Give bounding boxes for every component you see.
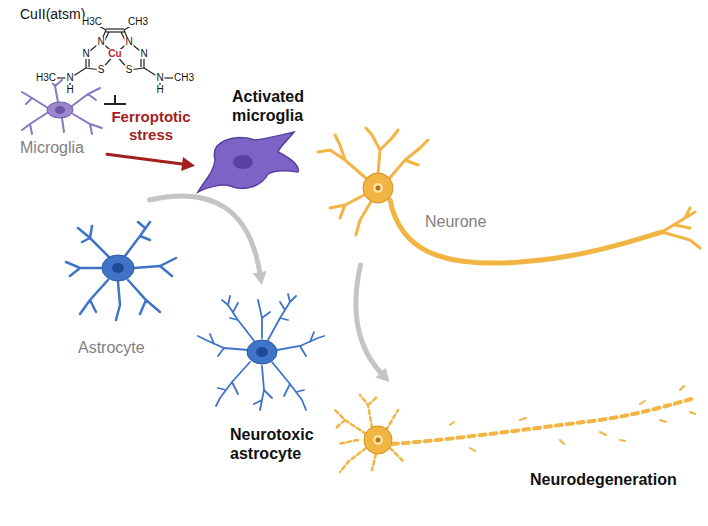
molecule-bonds	[48, 22, 183, 89]
atom-label: N	[124, 37, 133, 47]
cell-label: Microglia	[20, 138, 105, 157]
cell-label: Activated microglia	[232, 87, 332, 125]
atom-label: N	[155, 73, 164, 83]
microglia-cell	[22, 80, 102, 134]
cell-label: Astrocyte	[78, 338, 168, 357]
atom-label: N	[81, 49, 90, 59]
astrocyte-cell	[66, 222, 176, 320]
atom-label: CH3	[127, 17, 149, 27]
atom-label: S	[97, 65, 106, 75]
neurotoxic-astrocyte-cell	[198, 294, 324, 410]
inhibition-bar	[104, 95, 126, 104]
cell-node: Neurodegeneration	[330, 382, 702, 491]
arrow-connector	[356, 265, 382, 374]
cell-label: Neurotoxic astrocyte	[230, 425, 326, 463]
atom-label: N	[96, 37, 105, 47]
cell-node: Neurotoxic astrocyte	[190, 285, 328, 470]
arrow-connector	[150, 196, 261, 274]
neurone-cell	[318, 128, 700, 263]
arrow-head	[375, 368, 389, 382]
cell-node: Microglia	[15, 78, 107, 160]
atom-label: N	[139, 49, 148, 59]
atom-label: CH3	[173, 73, 195, 83]
atom-label: Cu	[107, 49, 122, 59]
arrow-head	[253, 271, 267, 285]
cell-node: Activated microglia	[195, 85, 335, 197]
degenerating-neurone	[335, 386, 695, 472]
atom-label: H	[155, 85, 164, 95]
arrow-head	[181, 157, 195, 171]
atom-label: H	[65, 85, 74, 95]
arrow-connector	[107, 154, 184, 164]
cell-label: Neurone	[425, 212, 515, 231]
atom-label: S	[125, 65, 134, 75]
cell-label: Neurodegeneration	[530, 470, 695, 489]
activated-microglia-cell	[198, 132, 298, 192]
cell-node: Neurone	[300, 122, 703, 265]
edge-label: Ferroptotic stress	[105, 108, 197, 144]
atom-label: H3C	[81, 17, 103, 27]
cell-node: Astrocyte	[55, 200, 190, 360]
atom-label: H3C	[35, 73, 57, 83]
atom-label: N	[65, 73, 74, 83]
